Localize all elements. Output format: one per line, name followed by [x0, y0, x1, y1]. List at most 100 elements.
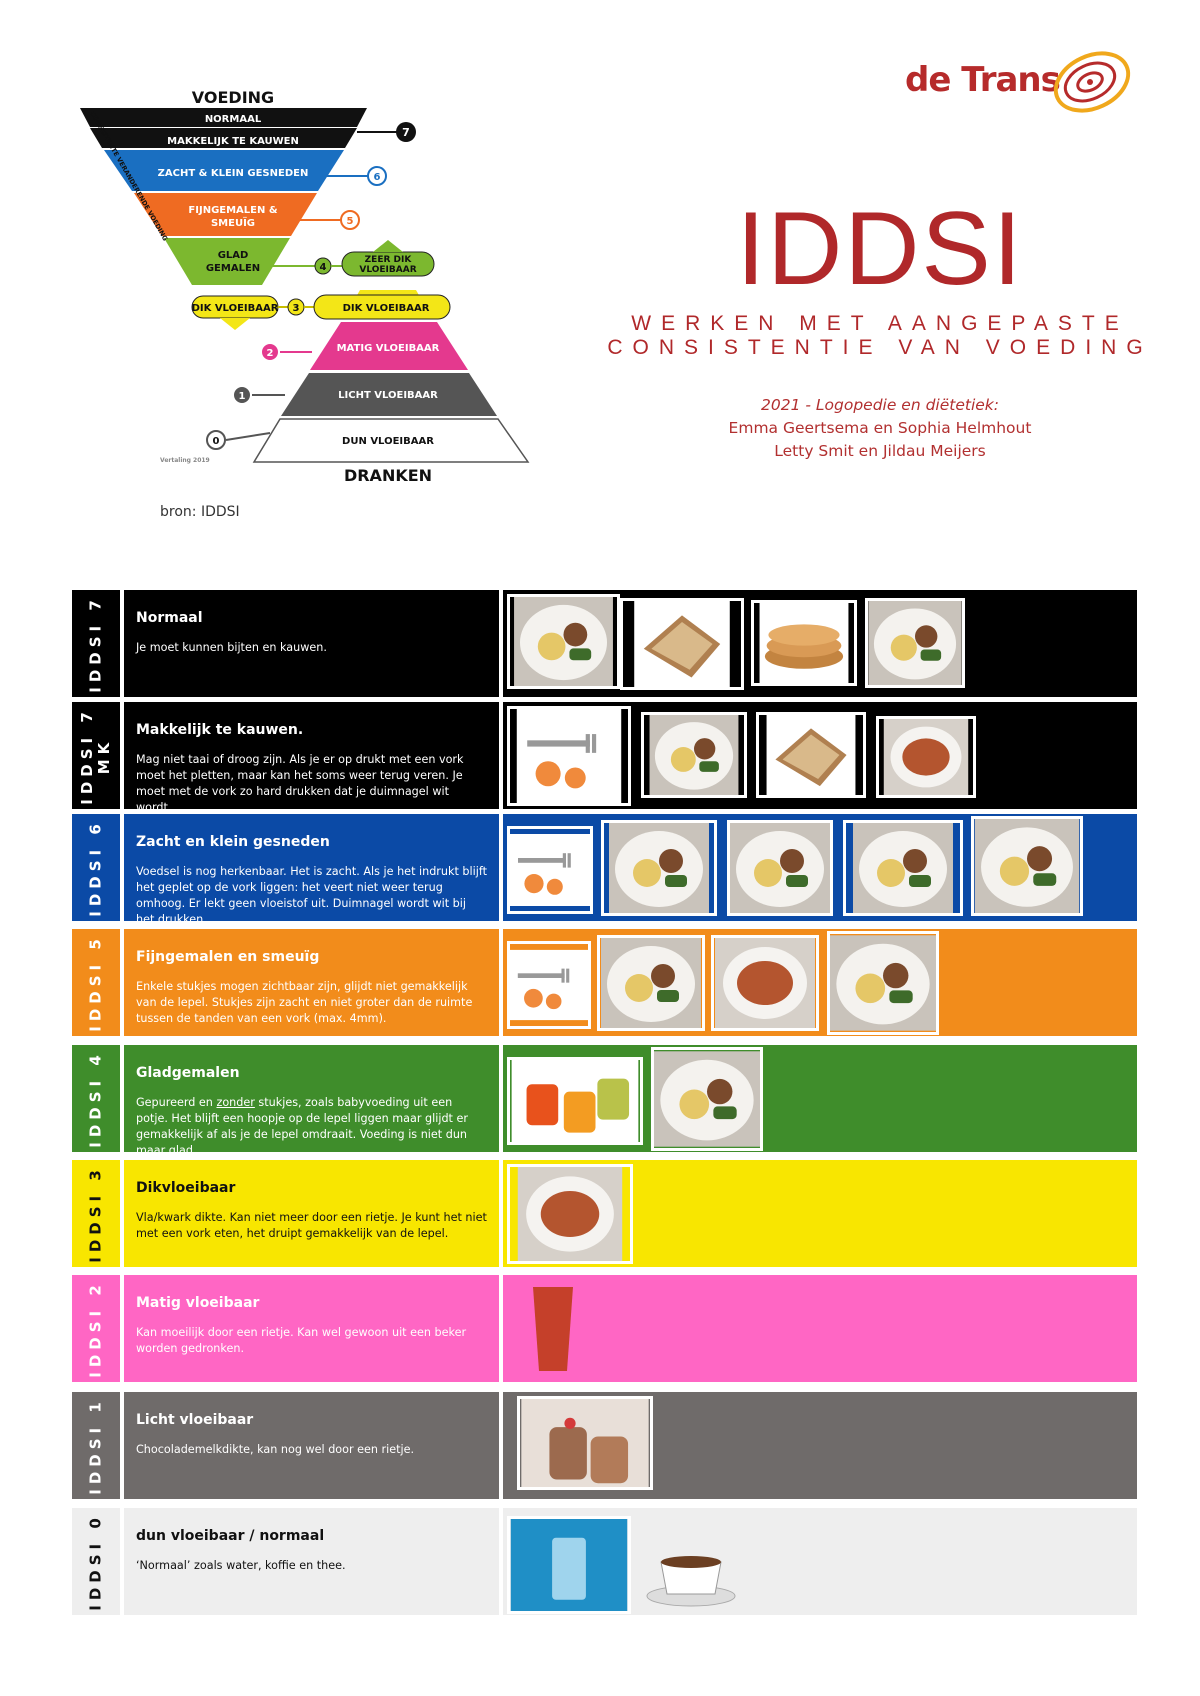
svg-text:3: 3: [293, 303, 300, 314]
level-text: Je moet kunnen bijten en kauwen.: [136, 641, 327, 654]
svg-text:7: 7: [402, 126, 410, 139]
level-text: Vla/kwark dikte. Kan niet meer door een …: [136, 1211, 487, 1240]
level-label-cell: IDDSI 3: [72, 1160, 120, 1267]
level-title: Licht vloeibaar: [136, 1412, 254, 1428]
iddsi-level-row: IDDSI 0 dun vloeibaar / normaal ‘Normaal’ …: [72, 1508, 1137, 1615]
pyramid-drink-level-0: DUN VLOEIBAAR: [342, 436, 434, 447]
source-label: bron: IDDSI: [160, 504, 240, 520]
level-images-cell: [503, 1160, 1137, 1267]
level-text: ‘Normaal’ zoals water, koffie en thee.: [136, 1559, 346, 1572]
level-title: Makkelijk te kauwen.: [136, 722, 304, 738]
level-description-cell: dun vloeibaar / normaal ‘Normaal’ zoals w…: [124, 1508, 499, 1615]
bowl-photo-icon: [876, 716, 976, 798]
pyramid-level-5: FIJNGEMALEN &: [188, 205, 277, 216]
plate-photo-icon: [727, 820, 833, 916]
water-glass-icon: [507, 1516, 631, 1614]
bowl-photo-icon: [711, 935, 819, 1031]
plate-photo-icon: [971, 816, 1083, 916]
pyramid-bottom-title: DRANKEN: [344, 466, 432, 485]
pyramid-drink-level-1: LICHT VLOEIBAAR: [338, 390, 438, 401]
plate-photo-icon: [865, 598, 965, 688]
bowl-photo-icon: [507, 1164, 633, 1264]
plate-photo-icon: [843, 820, 963, 916]
svg-text:5: 5: [347, 216, 354, 227]
level-label: IDDSI 5: [86, 933, 105, 1032]
iddsi-pyramid-diagram: VOEDING NORMAAL MAKKELIJK TE KAUWEN ZACH…: [80, 90, 530, 485]
de-trans-logo: de Trans: [905, 42, 1140, 122]
level-label: IDDSI 0: [86, 1512, 105, 1611]
level-title: Fijngemalen en smeuïg: [136, 949, 320, 965]
pyramid-level-normaal: NORMAAL: [205, 114, 262, 125]
plate-photo-icon: [507, 594, 620, 689]
level-label: IDDSI 2: [86, 1279, 105, 1378]
level-label-cell: IDDSI 2: [72, 1275, 120, 1382]
level-title: Dikvloeibaar: [136, 1180, 236, 1196]
level-label: IDDSI 7: [86, 594, 105, 693]
svg-text:2: 2: [267, 348, 274, 359]
level-images-cell: [503, 1045, 1137, 1152]
level-label-cell: IDDSI 4: [72, 1045, 120, 1152]
subtitle-line1: WERKEN MET AANGEPASTE: [631, 312, 1129, 335]
drink-photo-icon: [517, 1396, 653, 1490]
fork-test-icon: [507, 706, 631, 806]
level-title: dun vloeibaar / normaal: [136, 1528, 325, 1544]
logo-swirl-icon: [1053, 51, 1131, 113]
svg-text:1: 1: [239, 391, 246, 402]
level-description-cell: Makkelijk te kauwen. Mag niet taai of dro…: [124, 702, 499, 814]
bread-photo-icon: [756, 712, 866, 798]
level-label: IDDSI 6: [86, 818, 105, 917]
level-label: IDDSI 3: [86, 1164, 105, 1263]
fork-test-icon: [507, 826, 593, 914]
pyramid-level-4-line2: GEMALEN: [206, 263, 260, 274]
pyramid-level-6: ZACHT & KLEIN GESNEDEN: [158, 168, 309, 179]
baby-food-jars-icon: [507, 1057, 643, 1145]
level-text: Enkele stukjes mogen zichtbaar zijn, gli…: [136, 980, 473, 1025]
level-images-cell: [503, 929, 1137, 1036]
level-images-cell: [503, 1508, 1137, 1615]
level-text: Chocolademelkdikte, kan nog wel door een…: [136, 1443, 415, 1456]
level-title: Matig vloeibaar: [136, 1295, 260, 1311]
level-text: Kan moeilijk door een rietje. Kan wel ge…: [136, 1326, 467, 1355]
svg-text:0: 0: [213, 436, 220, 447]
logo-text: de Trans: [905, 60, 1061, 100]
pyramid-level-7: MAKKELIJK TE KAUWEN: [167, 136, 299, 147]
level-title: Zacht en klein gesneden: [136, 834, 330, 850]
plate-photo-icon: [651, 1047, 763, 1151]
level-text: Gepureerd en zonder stukjes, zoals babyv…: [136, 1096, 468, 1157]
plate-photo-icon: [601, 820, 717, 916]
svg-text:4: 4: [320, 262, 327, 273]
pyramid-drink-level-4-line2: VLOEIBAAR: [359, 265, 416, 275]
level-label-cell: IDDSI 0: [72, 1508, 120, 1615]
level-label-cell: IDDSI 1: [72, 1392, 120, 1499]
level-images-cell: [503, 590, 1137, 697]
level-images-cell: [503, 1392, 1137, 1499]
level-images-cell: [503, 702, 1137, 809]
credits-line3: Letty Smit en Jildau Meijers: [774, 442, 986, 460]
coffee-cup-icon: [637, 1526, 745, 1610]
level-title: Gladgemalen: [136, 1065, 240, 1081]
level-text: Voedsel is nog herkenbaar. Het is zacht.…: [136, 865, 487, 926]
credits-line2: Emma Geertsema en Sophia Helmhout: [728, 419, 1032, 437]
pyramid-level-5-line2: SMEUÏG: [211, 215, 255, 229]
plate-photo-icon: [827, 931, 939, 1035]
level-images-cell: [503, 814, 1137, 921]
plate-photo-icon: [597, 935, 705, 1031]
translation-note: Vertaling 2019: [160, 457, 210, 464]
level-label: IDDSI 1: [86, 1396, 105, 1495]
level-text: Mag niet taai of droog zijn. Als je er o…: [136, 753, 464, 814]
level-label-cell: IDDSI 5: [72, 929, 120, 1036]
